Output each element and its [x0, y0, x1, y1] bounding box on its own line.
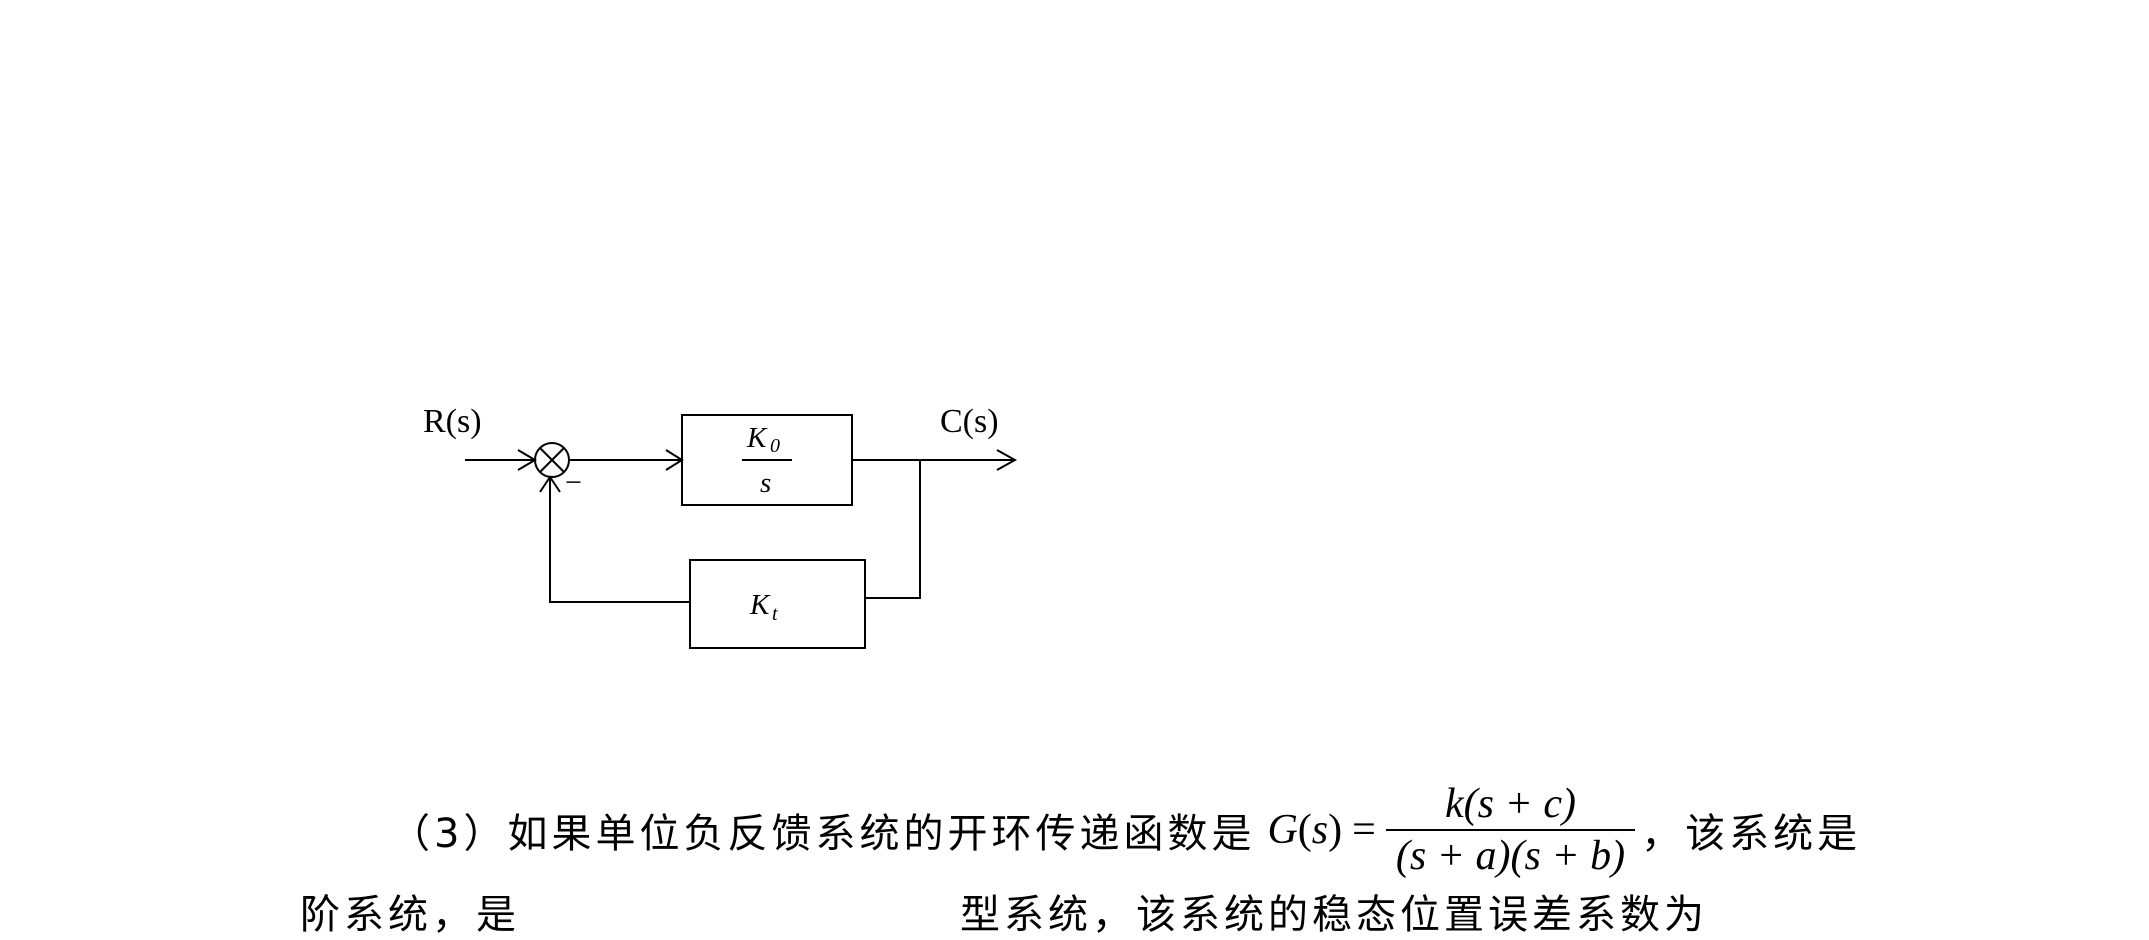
output-arrowhead	[996, 449, 1018, 471]
formula-equals: =	[1352, 807, 1376, 853]
feedback-block	[689, 559, 866, 649]
forward-numerator-subscript: 0	[770, 435, 780, 457]
transfer-function-formula: G(s) = k(s + c) (s + a)(s + b)	[1267, 779, 1636, 881]
formula-function-name: G	[1267, 807, 1298, 853]
question-text-after: ，该系统是	[1641, 811, 1862, 857]
feedback-return-line	[549, 477, 690, 603]
formula-open-paren: (	[1297, 807, 1312, 853]
question-line: （3） 如果单位负反馈系统的开环传递函数是 G(s) = k(s + c) (s…	[390, 775, 1861, 885]
input-label: R(s)	[423, 403, 482, 440]
formula-denominator: (s + a)(s + b)	[1395, 833, 1626, 879]
continuation-text-mid: 型系统，该系统的稳态位置误差系数为	[960, 892, 1708, 938]
question-continuation-line: 阶系统，是 型系统，该系统的稳态位置误差系数为	[300, 882, 1708, 940]
block-diagram: R(s) C(s) − K 0 s K t	[423, 403, 1018, 649]
output-label: C(s)	[940, 403, 999, 440]
question-number: （3）	[390, 811, 508, 857]
document-page: R(s) C(s) − K 0 s K t （3） 如果单位负反馈系统的开环传递…	[300, 403, 1861, 938]
summing-cross-b	[539, 447, 565, 473]
formula-lhs: G(s)	[1267, 806, 1342, 854]
formula-fraction: k(s + c) (s + a)(s + b)	[1385, 779, 1636, 881]
feedback-arrowhead	[539, 475, 561, 493]
question-text-before: 如果单位负反馈系统的开环传递函数是	[507, 811, 1256, 857]
feedback-subscript: t	[772, 603, 778, 625]
formula-numerator: k(s + c)	[1445, 781, 1576, 827]
continuation-text-start: 阶系统，是	[300, 892, 520, 938]
minus-sign: −	[565, 466, 582, 499]
forward-denominator: s	[760, 467, 771, 499]
formula-variable: s	[1311, 807, 1329, 853]
feedback-takeoff-line	[865, 460, 921, 599]
formula-fraction-bar	[1385, 829, 1636, 831]
forward-numerator-symbol: K	[746, 422, 768, 454]
formula-close-paren: )	[1328, 807, 1343, 853]
feedback-symbol: K	[749, 589, 771, 621]
